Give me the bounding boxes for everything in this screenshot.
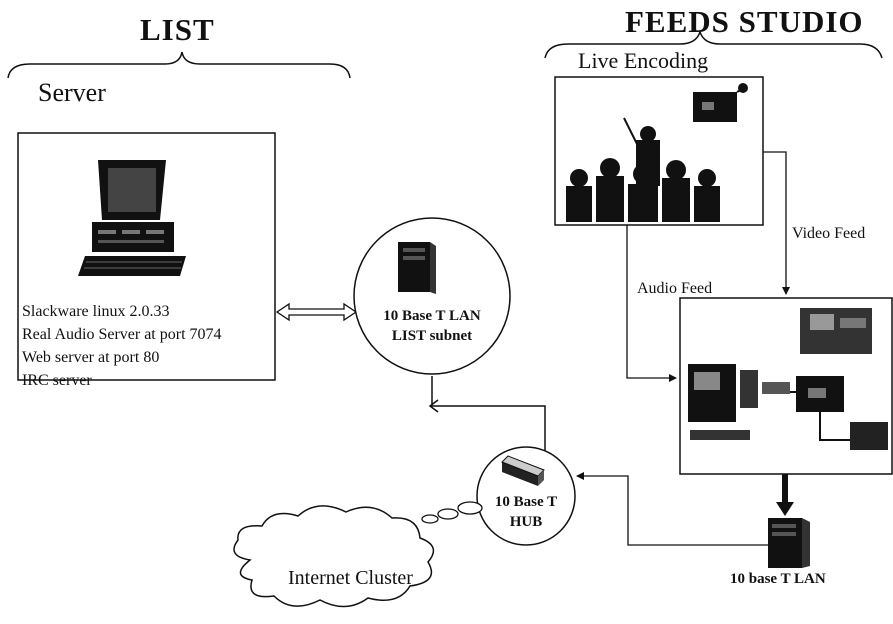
lan-node-line2: LIST subnet — [391, 328, 473, 344]
hub-node-line1: 10 Base T — [494, 494, 558, 510]
server-spec-list: Slackware linux 2.0.33 Real Audio Server… — [22, 300, 222, 392]
server-lan-link — [275, 302, 358, 322]
video-camera-icon — [693, 83, 748, 122]
lan-node-label: 10 Base T LAN LIST subnet — [362, 306, 502, 346]
server-spec-irc: IRC server — [22, 372, 92, 389]
hub-node-line2: HUB — [509, 514, 543, 530]
computer-icon — [78, 160, 186, 276]
server-tower-icon — [398, 242, 436, 294]
hub-device-icon — [501, 455, 545, 486]
bubble-1 — [457, 501, 483, 515]
audio-feed-label: Audio Feed — [637, 280, 713, 297]
list-brace — [7, 51, 351, 79]
studio-lan-hub-link — [576, 472, 768, 546]
lan-node-line1: 10 Base T LAN — [383, 308, 481, 324]
internet-cluster-label: Internet Cluster — [288, 567, 413, 589]
studio-lan-label: 10 base T LAN — [730, 571, 826, 587]
server-heading: Server — [38, 78, 106, 107]
list-title: LIST — [140, 12, 215, 47]
studio-lan-tower-icon — [768, 518, 810, 568]
server-spec-audio: Real Audio Server at port 7074 — [22, 326, 222, 343]
encoding-equipment-icon — [688, 308, 888, 450]
lan-node-circle — [353, 217, 511, 375]
live-encoding-label: Live Encoding — [578, 48, 709, 73]
server-spec-os: Slackware linux 2.0.33 — [22, 303, 170, 320]
presenter-audience-icon — [566, 117, 720, 222]
internet-cloud — [233, 505, 435, 608]
lan-hub-link — [431, 376, 546, 470]
studio-title: FEEDS STUDIO — [625, 4, 864, 39]
video-feed-label: Video Feed — [792, 225, 866, 242]
audio-feed-arrow — [626, 225, 677, 382]
hub-node-circle — [476, 446, 576, 546]
studio-brace — [544, 29, 883, 59]
video-feed-arrow — [763, 151, 790, 295]
bubble-2 — [437, 508, 459, 520]
server-spec-web: Web server at port 80 — [22, 349, 160, 366]
equipment-to-lan-arrow — [776, 474, 794, 516]
bubble-3 — [421, 514, 439, 524]
hub-node-label: 10 Base T HUB — [478, 492, 574, 532]
